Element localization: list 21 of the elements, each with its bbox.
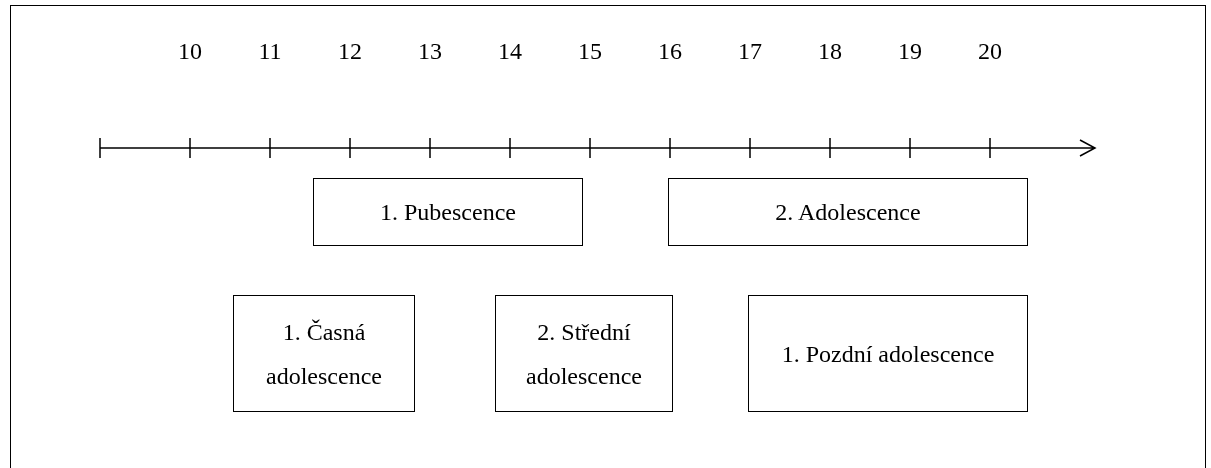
tick-label: 17	[738, 38, 762, 65]
tick-label: 11	[258, 38, 282, 65]
period-box	[748, 295, 1028, 412]
tick-label: 18	[818, 38, 842, 65]
tick-label: 10	[178, 38, 202, 65]
period-label: 2. Adolescence	[774, 198, 922, 227]
period-box	[668, 178, 1028, 246]
tick-label: 16	[658, 38, 682, 65]
period-label: 2. Střední adolescence	[525, 317, 643, 391]
period-box	[495, 295, 673, 412]
tick-label: 19	[898, 38, 922, 65]
period-label: 1. Pozdní adolescence	[780, 339, 996, 369]
tick-label: 15	[578, 38, 602, 65]
tick-label: 12	[338, 38, 362, 65]
tick-label: 14	[498, 38, 522, 65]
tick-label: 13	[418, 38, 442, 65]
period-label: 1. Časná adolescence	[265, 317, 383, 391]
period-label: 1. Pubescence	[379, 198, 517, 227]
period-box	[313, 178, 583, 246]
tick-label: 20	[978, 38, 1002, 65]
period-box	[233, 295, 415, 412]
